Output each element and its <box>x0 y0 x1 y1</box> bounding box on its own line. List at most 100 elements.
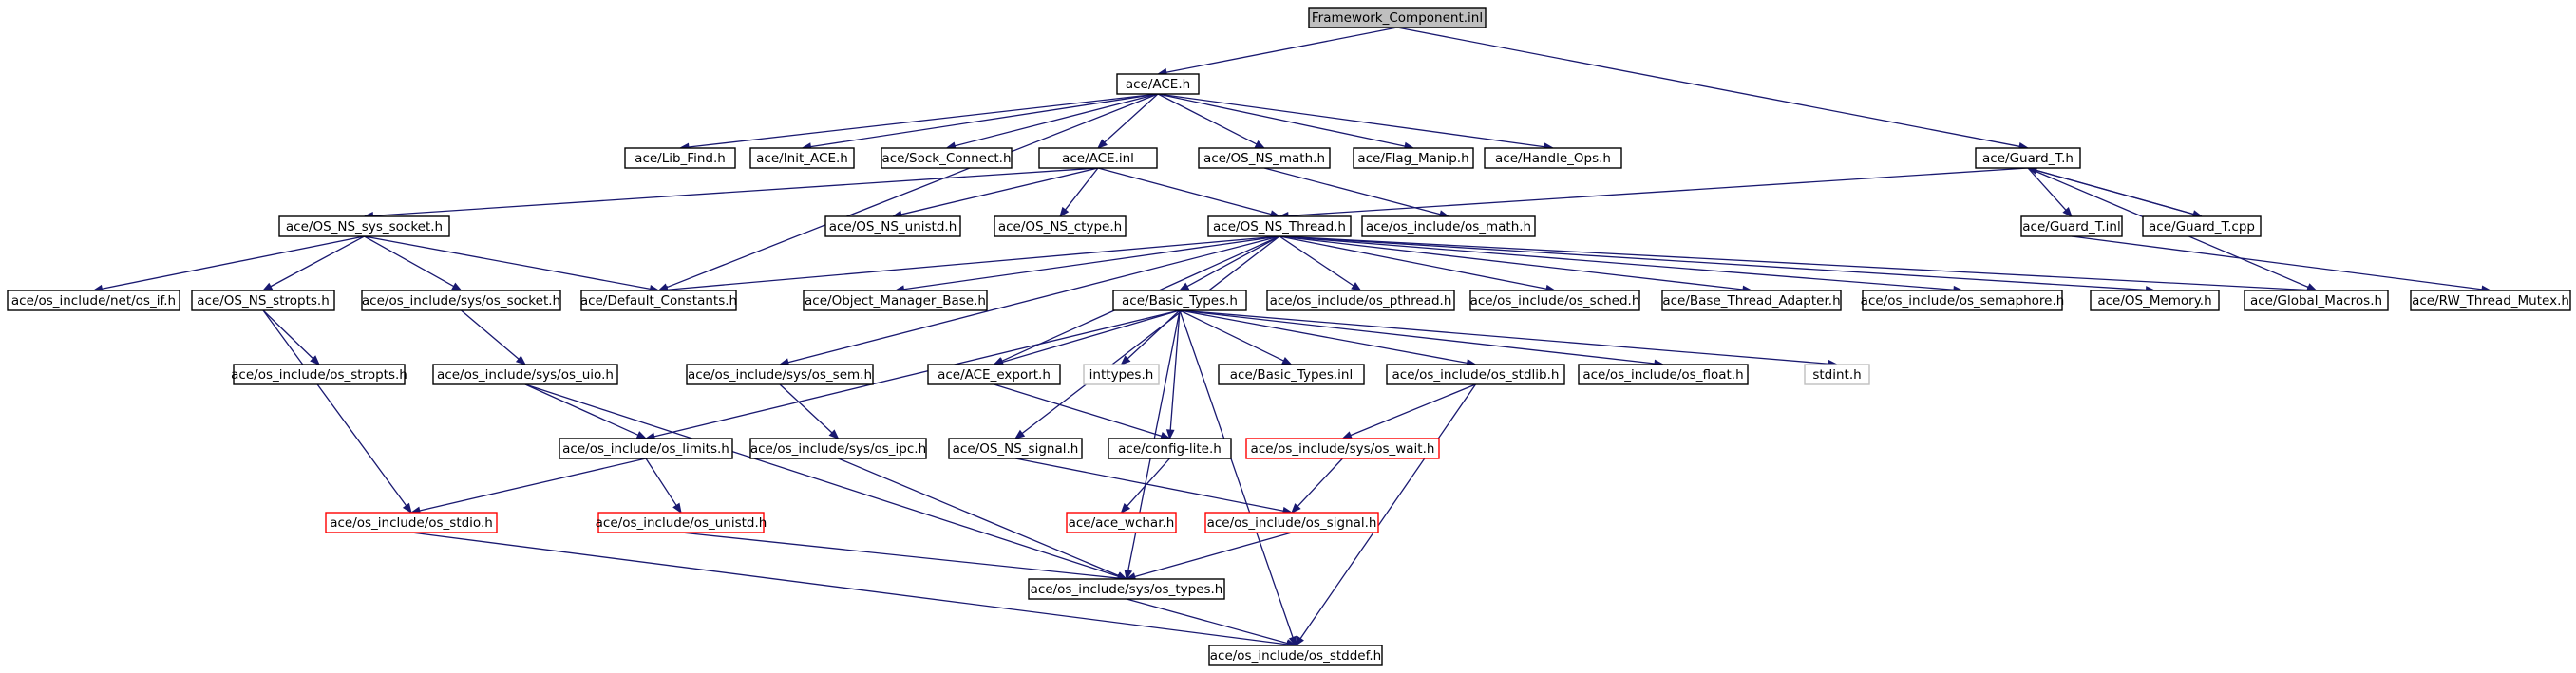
node-config-lite[interactable]: ace/config-lite.h <box>1108 438 1232 459</box>
node-default-constants[interactable]: ace/Default_Constants.h <box>580 290 737 311</box>
node-box[interactable] <box>1198 147 1331 169</box>
node-os-ns-stropts[interactable]: ace/OS_NS_stropts.h <box>191 290 335 311</box>
node-sys-os-socket[interactable]: ace/os_include/sys/os_socket.h <box>361 290 561 311</box>
node-box[interactable] <box>325 512 498 533</box>
node-box[interactable] <box>1245 438 1440 459</box>
node-os-stdio[interactable]: ace/os_include/os_stdio.h <box>325 512 498 533</box>
node-box[interactable] <box>824 215 961 237</box>
node-os-float[interactable]: ace/os_include/os_float.h <box>1578 364 1749 385</box>
node-lib-find[interactable]: ace/Lib_Find.h <box>624 147 736 169</box>
node-box[interactable] <box>1353 147 1474 169</box>
node-box[interactable] <box>278 215 450 237</box>
node-box[interactable] <box>881 147 1013 169</box>
node-box[interactable] <box>1804 364 1870 385</box>
node-ace-inl[interactable]: ace/ACE.inl <box>1038 147 1158 169</box>
node-box[interactable] <box>191 290 335 311</box>
node-box[interactable] <box>1862 290 2063 311</box>
node-box[interactable] <box>1484 147 1622 169</box>
node-global-macros[interactable]: ace/Global_Macros.h <box>2244 290 2389 311</box>
node-os-pthread[interactable]: ace/os_include/os_pthread.h <box>1266 290 1455 311</box>
node-sys-os-uio[interactable]: ace/os_include/sys/os_uio.h <box>432 364 618 385</box>
node-box[interactable] <box>1208 645 1383 666</box>
node-base-thread-adapter[interactable]: ace/Base_Thread_Adapter.h <box>1661 290 1842 311</box>
node-guard-cpp[interactable]: ace/Guard_T.cpp <box>2142 215 2262 237</box>
node-sys-os-sem[interactable]: ace/os_include/sys/os_sem.h <box>686 364 874 385</box>
node-box[interactable] <box>233 364 406 385</box>
node-box[interactable] <box>1661 290 1842 311</box>
node-box[interactable] <box>994 215 1127 237</box>
node-os-ns-sys-socket[interactable]: ace/OS_NS_sys_socket.h <box>278 215 450 237</box>
node-os-unistd[interactable]: ace/os_include/os_unistd.h <box>596 512 767 533</box>
node-ace-export[interactable]: ace/ACE_export.h <box>927 364 1061 385</box>
node-flag-manip[interactable]: ace/Flag_Manip.h <box>1353 147 1474 169</box>
node-sock-connect[interactable]: ace/Sock_Connect.h <box>881 147 1013 169</box>
node-box[interactable] <box>948 438 1083 459</box>
node-inttypes[interactable]: inttypes.h <box>1083 364 1160 385</box>
node-box[interactable] <box>1028 578 1225 600</box>
node-os-ns-ctype[interactable]: ace/OS_NS_ctype.h <box>994 215 1127 237</box>
node-box[interactable] <box>2410 290 2571 311</box>
node-box[interactable] <box>580 290 737 311</box>
node-box[interactable] <box>624 147 736 169</box>
node-box[interactable] <box>432 364 618 385</box>
node-box[interactable] <box>1386 364 1565 385</box>
node-box[interactable] <box>1038 147 1158 169</box>
node-box[interactable] <box>1116 73 1200 95</box>
node-os-if[interactable]: ace/os_include/net/os_if.h <box>7 290 180 311</box>
node-handle-ops[interactable]: ace/Handle_Ops.h <box>1484 147 1622 169</box>
node-box[interactable] <box>1975 147 2081 169</box>
node-ace-wchar[interactable]: ace/ace_wchar.h <box>1066 512 1177 533</box>
node-rw-thread-mutex[interactable]: ace/RW_Thread_Mutex.h <box>2410 290 2571 311</box>
node-box[interactable] <box>2020 215 2123 237</box>
node-box[interactable] <box>7 290 180 311</box>
node-box[interactable] <box>1108 438 1232 459</box>
node-box[interactable] <box>2142 215 2262 237</box>
node-os-ns-signal[interactable]: ace/OS_NS_signal.h <box>948 438 1083 459</box>
node-os-semaphore[interactable]: ace/os_include/os_semaphore.h <box>1861 290 2065 311</box>
node-box[interactable] <box>1066 512 1177 533</box>
node-os-ns-thread[interactable]: ace/OS_NS_Thread.h <box>1207 215 1352 237</box>
node-box[interactable] <box>597 512 765 533</box>
node-stdint[interactable]: stdint.h <box>1804 364 1870 385</box>
node-box[interactable] <box>1112 290 1247 311</box>
node-os-stropts[interactable]: ace/os_include/os_stropts.h <box>231 364 407 385</box>
node-basic-types-inl[interactable]: ace/Basic_Types.inl <box>1218 364 1365 385</box>
node-os-stddef[interactable]: ace/os_include/os_stddef.h <box>1208 645 1383 666</box>
node-box[interactable] <box>1204 512 1379 533</box>
node-os-sched[interactable]: ace/os_include/os_sched.h <box>1469 290 1640 311</box>
node-guard-h[interactable]: ace/Guard_T.h <box>1975 147 2081 169</box>
node-basic-types-h[interactable]: ace/Basic_Types.h <box>1112 290 1247 311</box>
node-box[interactable] <box>1266 290 1455 311</box>
node-sys-os-types[interactable]: ace/os_include/sys/os_types.h <box>1028 578 1225 600</box>
node-box[interactable] <box>2090 290 2220 311</box>
node-box[interactable] <box>686 364 874 385</box>
node-box[interactable] <box>1361 215 1536 237</box>
node-box[interactable] <box>1308 7 1487 28</box>
node-box[interactable] <box>749 438 927 459</box>
node-box[interactable] <box>749 147 855 169</box>
node-os-math[interactable]: ace/os_include/os_math.h <box>1361 215 1536 237</box>
node-init-ace[interactable]: ace/Init_ACE.h <box>749 147 855 169</box>
node-os-ns-unistd[interactable]: ace/OS_NS_unistd.h <box>824 215 961 237</box>
node-box[interactable] <box>1578 364 1749 385</box>
node-box[interactable] <box>559 438 733 459</box>
node-guard-inl[interactable]: ace/Guard_T.inl <box>2020 215 2123 237</box>
node-ace-h[interactable]: ace/ACE.h <box>1116 73 1200 95</box>
node-box[interactable] <box>2244 290 2389 311</box>
node-box[interactable] <box>803 290 988 311</box>
node-sys-os-wait[interactable]: ace/os_include/sys/os_wait.h <box>1245 438 1440 459</box>
node-os-limits[interactable]: ace/os_include/os_limits.h <box>559 438 733 459</box>
node-box[interactable] <box>1469 290 1640 311</box>
node-os-stdlib[interactable]: ace/os_include/os_stdlib.h <box>1386 364 1565 385</box>
node-os-ns-math[interactable]: ace/OS_NS_math.h <box>1198 147 1331 169</box>
node-os-signal[interactable]: ace/os_include/os_signal.h <box>1204 512 1379 533</box>
node-object-manager-base[interactable]: ace/Object_Manager_Base.h <box>803 290 988 311</box>
node-box[interactable] <box>1207 215 1352 237</box>
node-fc[interactable]: Framework_Component.inl <box>1308 7 1487 28</box>
node-box[interactable] <box>361 290 561 311</box>
node-box[interactable] <box>1218 364 1365 385</box>
node-sys-os-ipc[interactable]: ace/os_include/sys/os_ipc.h <box>749 438 927 459</box>
node-box[interactable] <box>1083 364 1160 385</box>
node-box[interactable] <box>927 364 1061 385</box>
node-os-memory[interactable]: ace/OS_Memory.h <box>2090 290 2220 311</box>
